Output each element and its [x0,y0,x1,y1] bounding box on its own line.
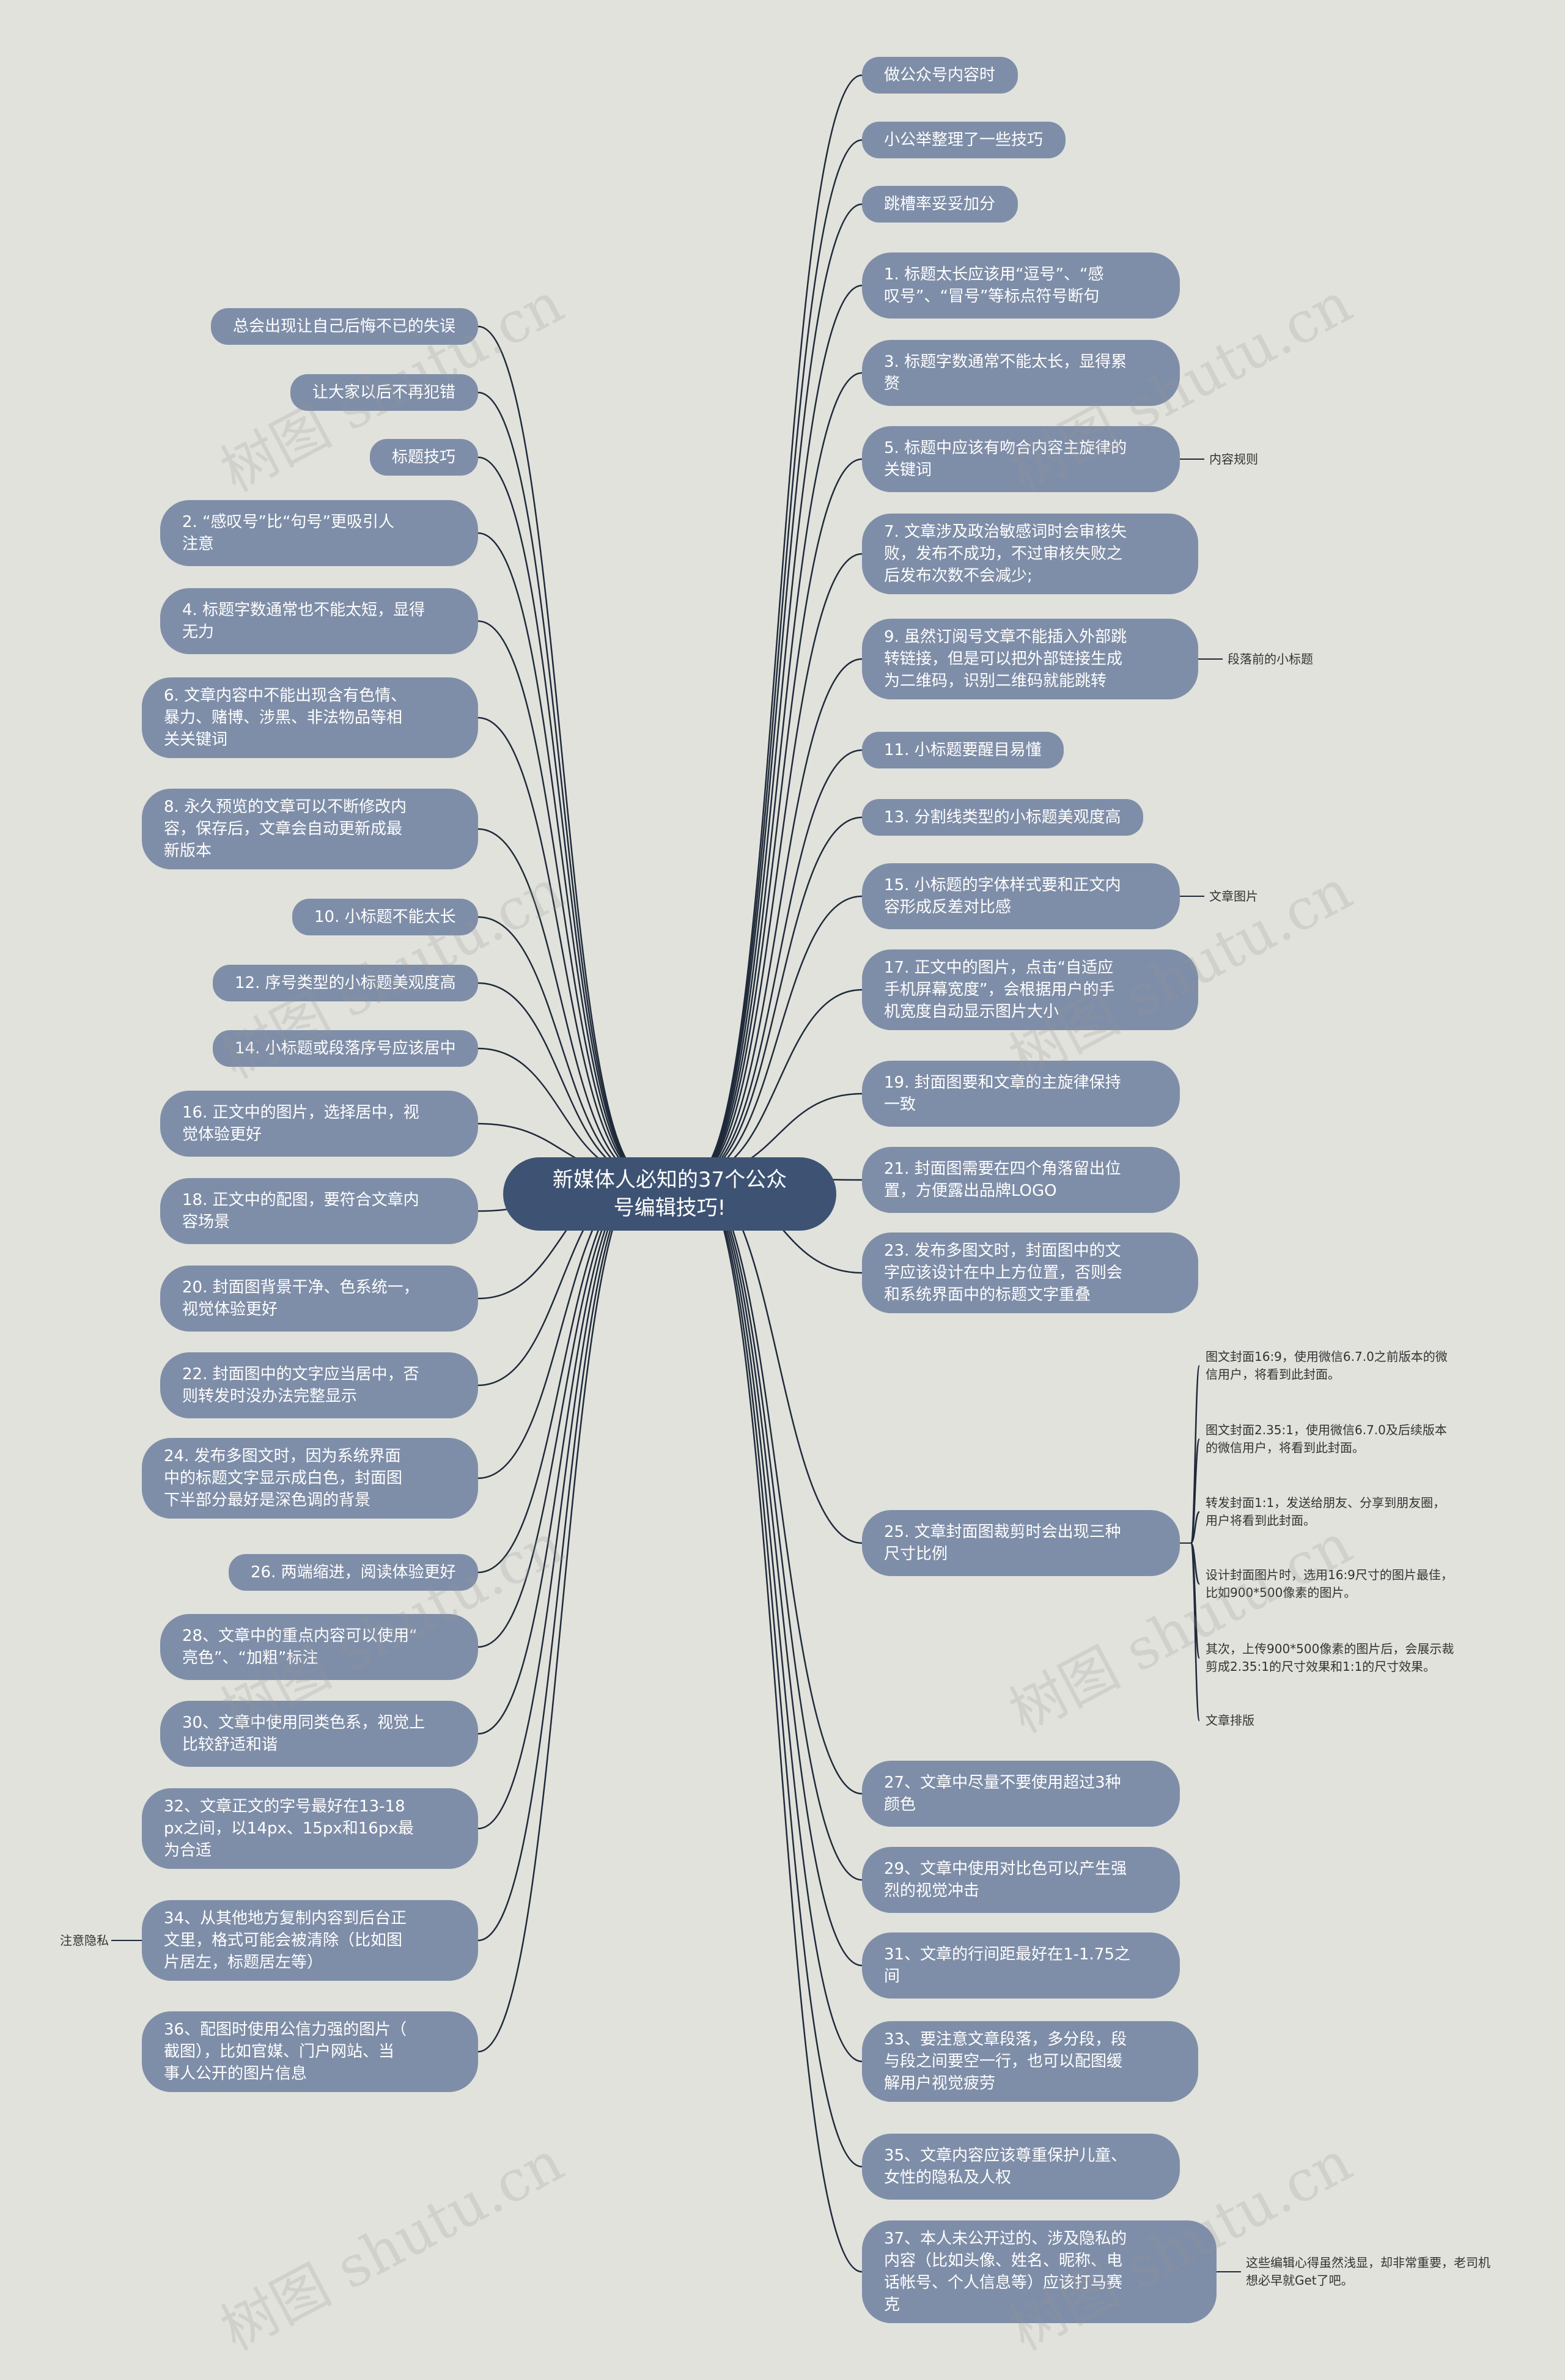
root-topic[interactable]: 新媒体人必知的37个公众 号编辑技巧! [503,1157,836,1231]
connector-line [477,391,646,1177]
connector-line [477,532,646,1177]
left-topic-19[interactable]: 32、文章正文的字号最好在13-18 px之间，以14px、15px和16px最… [142,1788,478,1869]
right-topic-5[interactable]: 3. 标题字数通常不能太长，显得累 赘 [862,340,1180,406]
right-topic-18[interactable]: 29、文章中使用对比色可以产生强 烈的视觉冲击 [862,1847,1180,1913]
left-topic-21[interactable]: 36、配图时使用公信力强的图片（ 截图），比如官媒、门户网站、当 事人公开的图片… [142,2011,478,2092]
connector-line [694,139,863,1177]
connector-line [694,1174,863,2273]
connector-line [477,916,646,1177]
connector-line [477,325,646,1177]
right-topic-22[interactable]: 37、本人未公开过的、涉及隐私的 内容（比如头像、姓名、昵称、电 话帐号、个人信… [862,2220,1217,2323]
connector-line [694,1174,863,1967]
right-topic-11[interactable]: 15. 小标题的字体样式要和正文内 容形成反差对比感 [862,863,1180,929]
right-topic-2[interactable]: 小公举整理了一些技巧 [862,122,1066,158]
connector-line [694,1174,863,1881]
connector-line [694,1174,863,2063]
right-topic-21[interactable]: 35、文章内容应该尊重保护儿童、 女性的隐私及人权 [862,2134,1180,2200]
right-topic-8[interactable]: 9. 虽然订阅号文章不能插入外部跳 转链接，但是可以把外部链接生成 为二维码，识… [862,619,1198,699]
left-topic-12[interactable]: 18. 正文中的配图，要符合文章内 容场景 [160,1178,478,1244]
connector-line [694,284,863,1177]
connector-line [1190,1542,1201,1722]
cover-size-note-1: 图文封面16:9，使用微信6.7.0之前版本的微 信用户，将看到此封面。 [1206,1349,1448,1382]
connector-line [1190,1438,1201,1544]
right-topic-19[interactable]: 31、文章的行间距最好在1-1.75之 间 [862,1932,1180,1999]
connector-line [694,816,863,1177]
left-topic-3[interactable]: 标题技巧 [370,439,478,476]
left-topic-5[interactable]: 4. 标题字数通常也不能太短，显得 无力 [160,588,478,654]
right-topic-4[interactable]: 1. 标题太长应该用“逗号”、“感 叹号”、“冒号”等标点符号断句 [862,252,1180,319]
cover-size-note-5: 其次，上传900*500像素的图片后，会展示裁 剪成2.35:1的尺寸效果和1:… [1206,1641,1454,1674]
right-topic-1[interactable]: 做公众号内容时 [862,57,1018,94]
right-topic-9[interactable]: 11. 小标题要醒目易懂 [862,732,1064,768]
connector-line [694,553,863,1177]
connector-line [477,1174,646,2053]
connector-line [477,456,646,1177]
left-topic-17[interactable]: 28、文章中的重点内容可以使用“ 亮色”、“加粗”标注 [160,1614,478,1680]
connector-line [1190,1511,1201,1544]
right-leaf-11: 文章图片 [1209,888,1258,904]
connector-line [694,1174,863,2168]
right-topic-12[interactable]: 17. 正文中的图片，点击“自适应 手机屏幕宽度”，会根据用户的手 机宽度自动显… [862,949,1198,1030]
right-topic-6[interactable]: 5. 标题中应该有吻合内容主旋律的 关键词 [862,426,1180,492]
connector-line [477,620,646,1177]
right-topic-7[interactable]: 7. 文章涉及政治敏感词时会审核失 败，发布不成功，不过审核失败之 后发布次数不… [862,514,1198,594]
connector-line [477,1174,646,1648]
left-topic-9[interactable]: 12. 序号类型的小标题美观度高 [213,965,478,1001]
left-topic-4[interactable]: 2. “感叹号”比“句号”更吸引人 注意 [160,500,478,566]
connector-line [694,74,863,1177]
right-topic-20[interactable]: 33、要注意文章段落，多分段，段 与段之间要空一行，也可以配图缓 解用户视觉疲劳 [862,2021,1198,2102]
left-topic-8[interactable]: 10. 小标题不能太长 [292,899,478,935]
left-topic-20[interactable]: 34、从其他地方复制内容到后台正 文里，格式可能会被清除（比如图 片居左，标题居… [142,1900,478,1981]
connector-line [694,203,863,1177]
right-topic-17[interactable]: 27、文章中尽量不要使用超过3种 颜色 [862,1761,1180,1827]
left-topic-15[interactable]: 24. 发布多图文时，因为系统界面 中的标题文字显示成白色，封面图 下半部分最好… [142,1438,478,1519]
left-topic-18[interactable]: 30、文章中使用同类色系，视觉上 比较舒适和谐 [160,1701,478,1767]
connector-line [477,1174,646,1830]
right-topic-10[interactable]: 13. 分割线类型的小标题美观度高 [862,799,1143,836]
connector-line [694,749,863,1177]
left-topic-13[interactable]: 20. 封面图背景干净、色系统一， 视觉体验更好 [160,1266,478,1332]
left-topic-7[interactable]: 8. 永久预览的文章可以不断修改内 容，保存后，文章会自动更新成最 新版本 [142,789,478,869]
connector-line [477,828,646,1177]
connector-line [694,372,863,1177]
connector-line [1190,1365,1201,1544]
left-leaf-20: 注意隐私 [60,1932,109,1948]
left-topic-16[interactable]: 26. 两端缩进，阅读体验更好 [229,1554,478,1591]
connector-line [694,458,863,1177]
right-topic-13[interactable]: 19. 封面图要和文章的主旋律保持 一致 [862,1061,1180,1127]
right-topic-3[interactable]: 跳槽率妥妥加分 [862,186,1018,223]
right-topic-15[interactable]: 23. 发布多图文时，封面图中的文 字应该设计在中上方位置，否则会 和系统界面中… [862,1232,1198,1313]
right-leaf-6: 内容规则 [1209,451,1258,466]
left-topic-6[interactable]: 6. 文章内容中不能出现含有色情、 暴力、赌博、涉黑、非法物品等相 关关键词 [142,677,478,758]
cover-size-note-4: 设计封面图片时，选用16:9尺寸的图片最佳， 比如900*500像素的图片。 [1206,1568,1453,1600]
right-leaf-22: 这些编辑心得虽然浅显，却非常重要，老司机 想必早就Get了吧。 [1246,2255,1490,2288]
cover-size-note-6: 文章排版 [1206,1713,1254,1728]
left-topic-14[interactable]: 22. 封面图中的文字应当居中，否 则转发时没办法完整显示 [160,1352,478,1418]
cover-size-note-2: 图文封面2.35:1，使用微信6.7.0及后续版本 的微信用户，将看到此封面。 [1206,1423,1447,1455]
left-topic-1[interactable]: 总会出现让自己后悔不已的失误 [211,308,478,345]
right-leaf-8: 段落前的小标题 [1228,651,1313,666]
left-topic-11[interactable]: 16. 正文中的图片，选择居中，视 觉体验更好 [160,1091,478,1157]
connector-line [477,1174,646,1735]
connector-line [694,1174,863,1795]
right-topic-16[interactable]: 25. 文章封面图裁剪时会出现三种 尺寸比例 [862,1510,1180,1576]
connector-line [477,717,646,1177]
cover-size-note-3: 转发封面1:1，发送给朋友、分享到朋友圈， 用户将看到此封面。 [1206,1495,1446,1528]
left-topic-10[interactable]: 14. 小标题或段落序号应该居中 [213,1030,478,1067]
connector-line [477,1174,646,1574]
connector-line [694,658,863,1177]
left-topic-2[interactable]: 让大家以后不再犯错 [290,374,478,411]
right-topic-14[interactable]: 21. 封面图需要在四个角落留出位 置，方便露出品牌LOGO [862,1147,1180,1213]
